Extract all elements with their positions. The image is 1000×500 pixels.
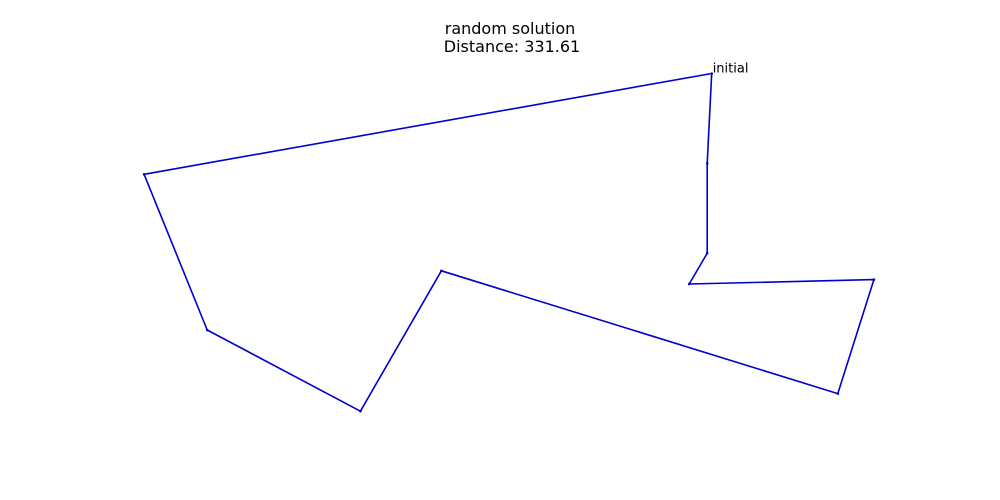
route-point [705, 252, 709, 255]
route-point [205, 328, 209, 332]
route-point [836, 392, 840, 395]
plot-area: initial [142, 62, 876, 413]
route-point [440, 269, 443, 273]
route-point [705, 162, 709, 165]
chart-subtitle: Distance: 331.61 [444, 37, 580, 56]
annotation-label: initial [713, 62, 749, 77]
route-line [143, 72, 875, 412]
route-point [872, 278, 876, 281]
route-point [359, 409, 362, 413]
route-point [710, 72, 713, 75]
route-point [142, 173, 146, 176]
chart-title: random solution [445, 19, 576, 38]
route-point [687, 282, 691, 286]
